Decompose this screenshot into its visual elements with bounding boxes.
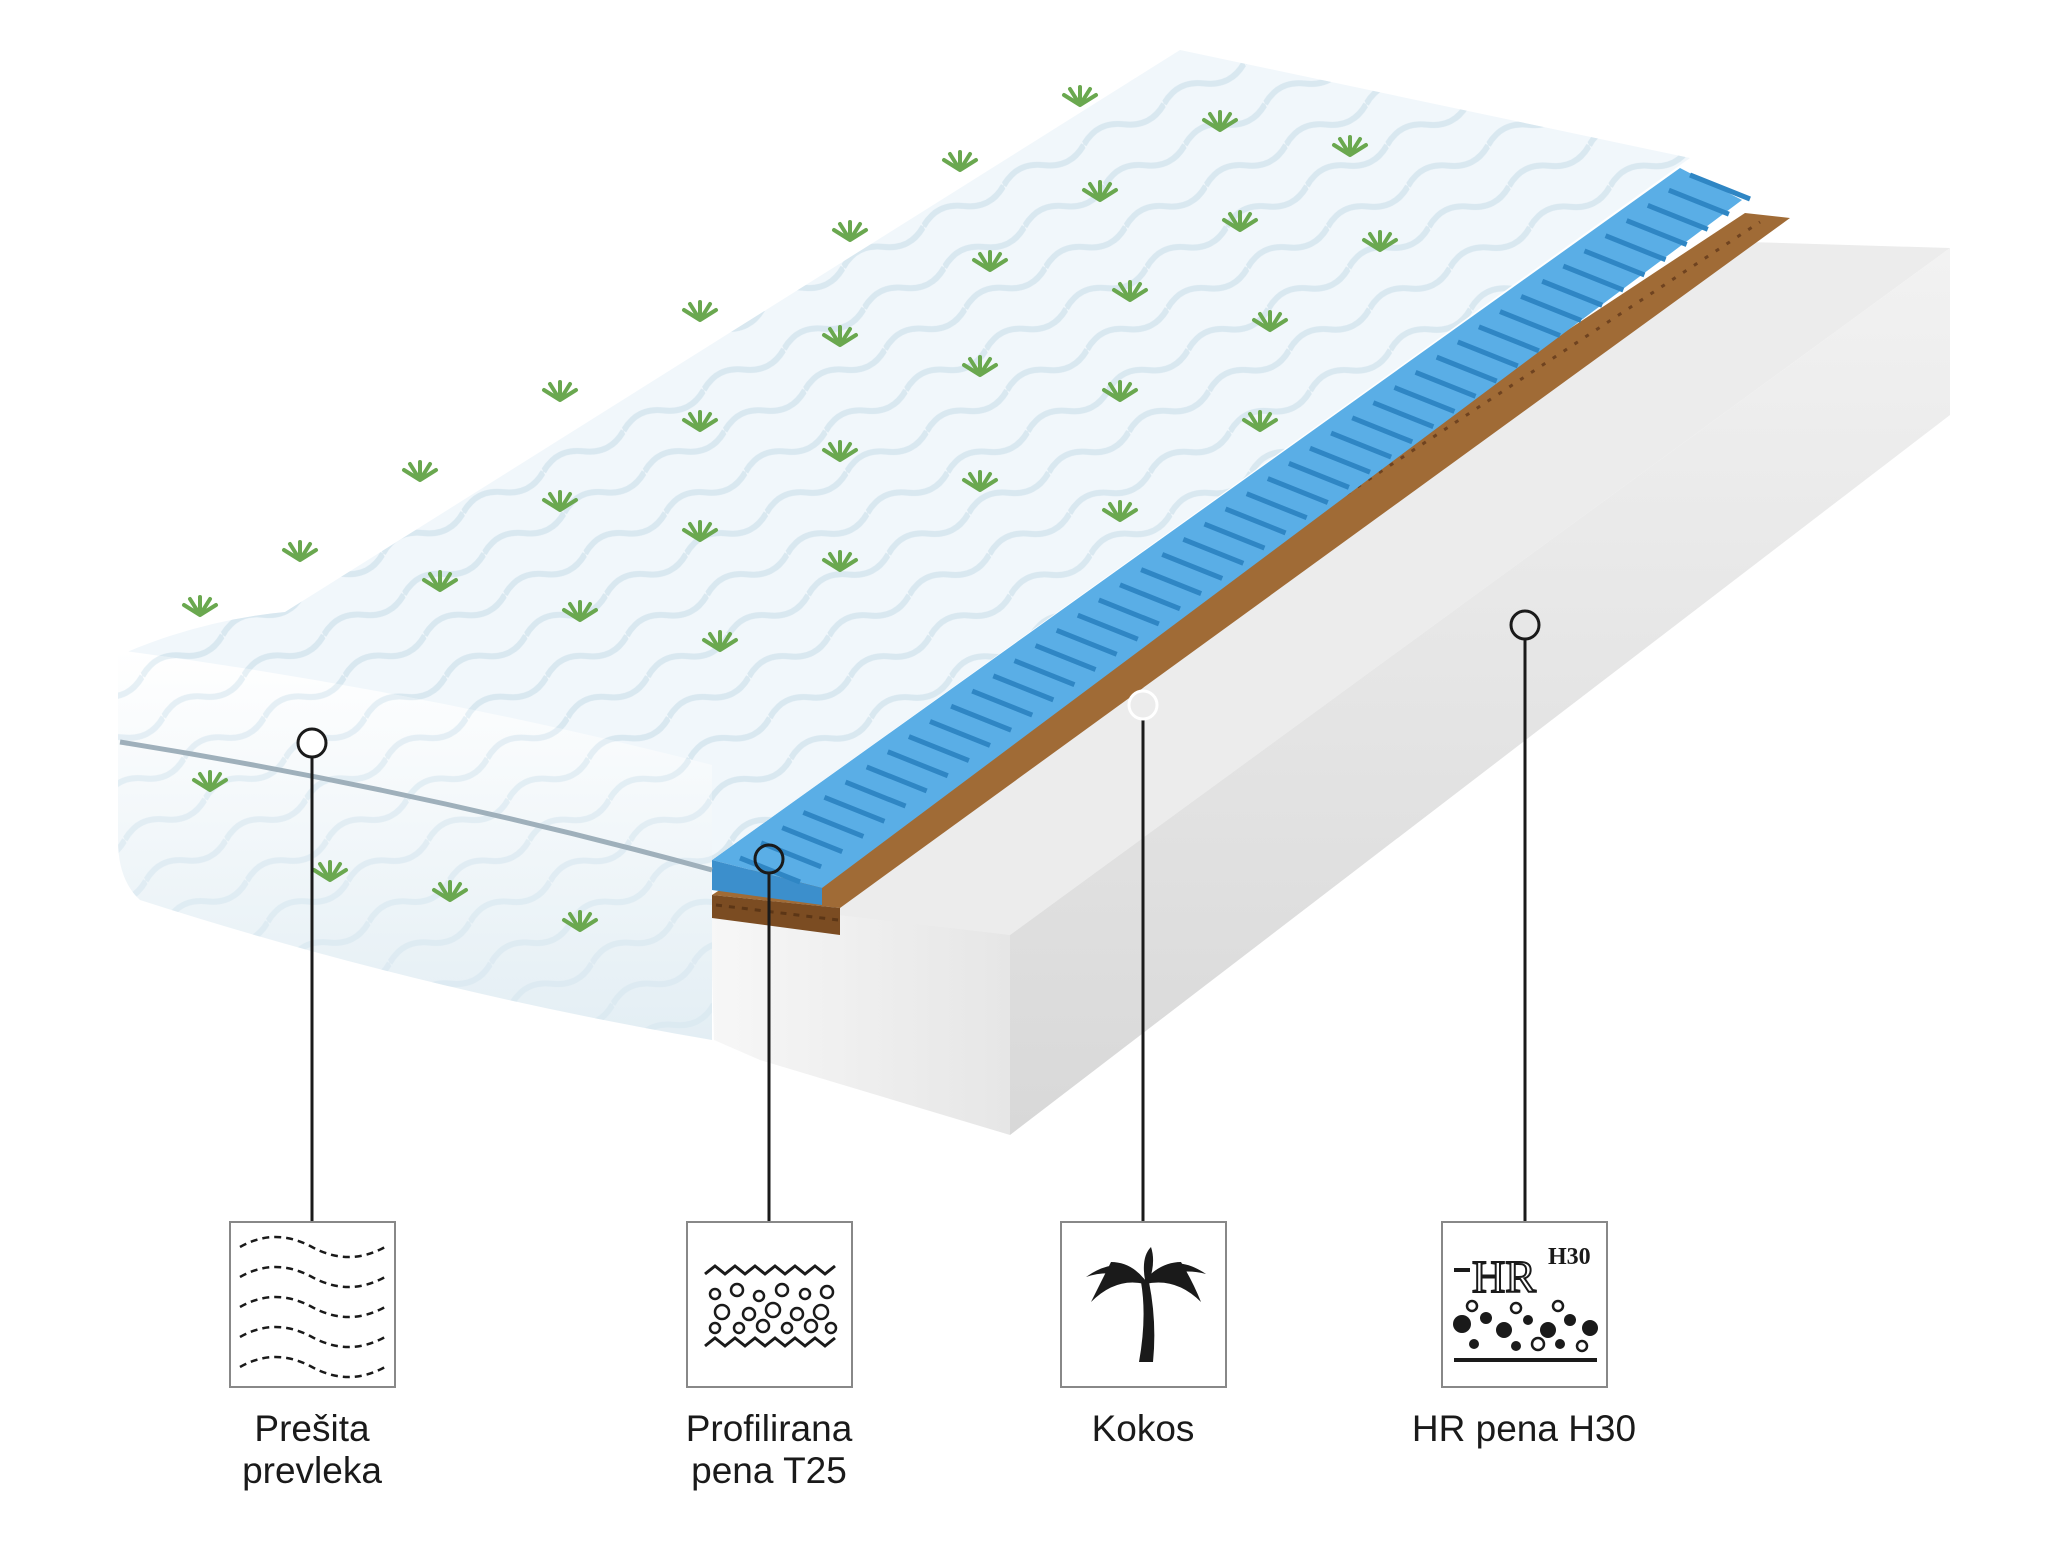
foam-bubbles-icon bbox=[686, 1221, 853, 1388]
label-hr-foam: HR pena H30 bbox=[1344, 1408, 1704, 1450]
coconut-front bbox=[712, 895, 840, 935]
hr-foam-icon: HR H30 bbox=[1441, 1221, 1608, 1388]
quilted-waves-icon bbox=[229, 1221, 396, 1388]
label-cover-line2: prevleka bbox=[242, 1450, 382, 1491]
icon-boxes: HR H30 bbox=[229, 1221, 1608, 1388]
hr-icon-text: HR bbox=[1472, 1251, 1536, 1302]
leader-lines bbox=[296, 609, 1541, 1222]
label-hr-foam-line1: HR pena H30 bbox=[1411, 1408, 1637, 1449]
label-coconut-line1: Kokos bbox=[1091, 1408, 1195, 1449]
label-cover-line1: Prešita bbox=[254, 1408, 370, 1449]
palm-tree-icon bbox=[1060, 1221, 1227, 1388]
profiled-foam-front bbox=[712, 860, 822, 905]
marker-profiled-foam bbox=[753, 843, 785, 875]
label-profiled-foam-line1: Profilirana bbox=[685, 1408, 853, 1449]
hr-foam-end bbox=[710, 900, 1010, 1135]
label-profiled-foam-line2: pena T25 bbox=[691, 1450, 847, 1491]
profiled-foam-top bbox=[712, 168, 1742, 888]
label-cover: Prešita prevleka bbox=[132, 1408, 492, 1492]
marker-cover bbox=[296, 727, 328, 759]
label-profiled-foam: Profilirana pena T25 bbox=[589, 1408, 949, 1492]
profiled-foam-layer bbox=[712, 168, 1751, 905]
cover-layer bbox=[118, 50, 1690, 1040]
hr-icon-grade: H30 bbox=[1548, 1244, 1591, 1270]
hr-foam-side bbox=[1010, 248, 1950, 1135]
marker-coconut bbox=[1127, 689, 1159, 721]
marker-hr-foam bbox=[1509, 609, 1541, 641]
cover-zipper bbox=[119, 739, 713, 873]
label-coconut: Kokos bbox=[963, 1408, 1323, 1450]
